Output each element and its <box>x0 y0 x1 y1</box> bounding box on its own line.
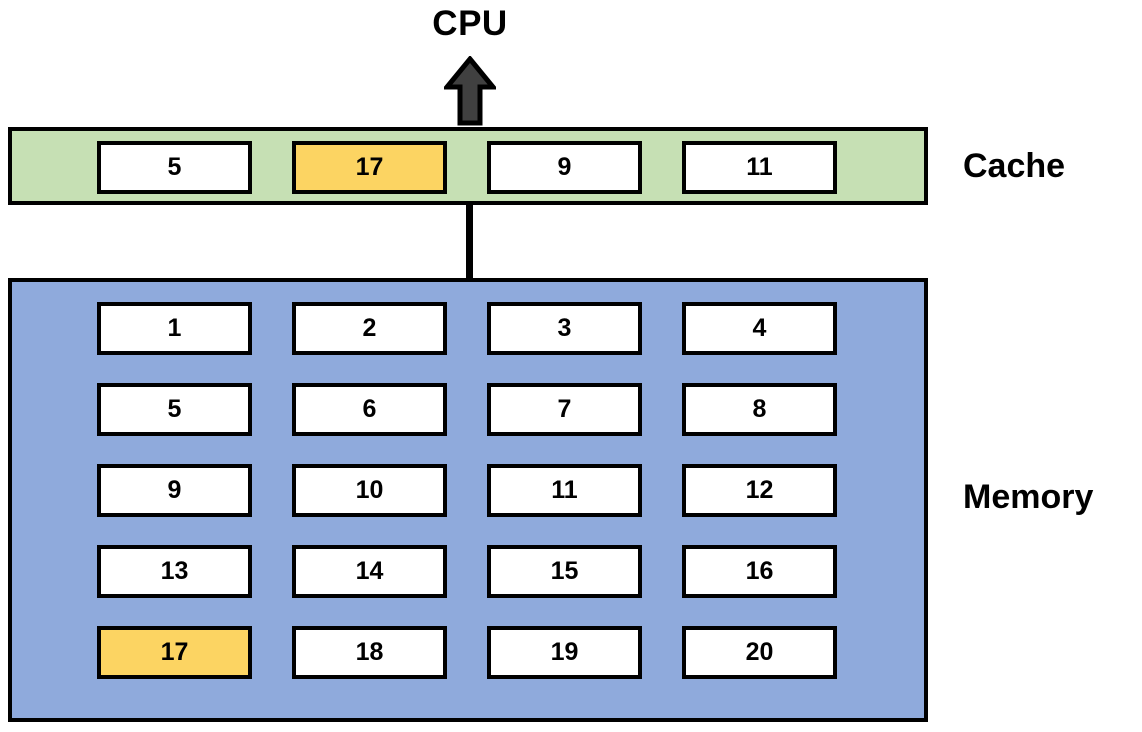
memory-cell[interactable]: 8 <box>682 383 837 436</box>
memory-cell[interactable]: 12 <box>682 464 837 517</box>
memory-cell[interactable]: 13 <box>97 545 252 598</box>
memory-cell[interactable]: 3 <box>487 302 642 355</box>
memory-cell[interactable]: 9 <box>97 464 252 517</box>
memory-cell[interactable]: 20 <box>682 626 837 679</box>
memory-cell[interactable]: 5 <box>97 383 252 436</box>
memory-cell[interactable]: 4 <box>682 302 837 355</box>
connector-line <box>466 205 473 281</box>
cache-cell[interactable]: 5 <box>97 141 252 194</box>
cache-cell[interactable]: 9 <box>487 141 642 194</box>
memory-cell[interactable]: 19 <box>487 626 642 679</box>
arrow-up-icon <box>441 55 499 126</box>
memory-cell[interactable]: 6 <box>292 383 447 436</box>
cpu-label: CPU <box>432 4 508 43</box>
memory-cell[interactable]: 14 <box>292 545 447 598</box>
cache-cell[interactable]: 17 <box>292 141 447 194</box>
memory-cell[interactable]: 10 <box>292 464 447 517</box>
memory-cell[interactable]: 2 <box>292 302 447 355</box>
memory-cell[interactable]: 15 <box>487 545 642 598</box>
memory-cell[interactable]: 17 <box>97 626 252 679</box>
cache-label: Cache <box>963 147 1066 185</box>
memory-cell[interactable]: 16 <box>682 545 837 598</box>
memory-label: Memory <box>963 478 1094 516</box>
memory-cell[interactable]: 1 <box>97 302 252 355</box>
memory-cell[interactable]: 11 <box>487 464 642 517</box>
memory-cell[interactable]: 7 <box>487 383 642 436</box>
memory-cell[interactable]: 18 <box>292 626 447 679</box>
cache-cell[interactable]: 11 <box>682 141 837 194</box>
